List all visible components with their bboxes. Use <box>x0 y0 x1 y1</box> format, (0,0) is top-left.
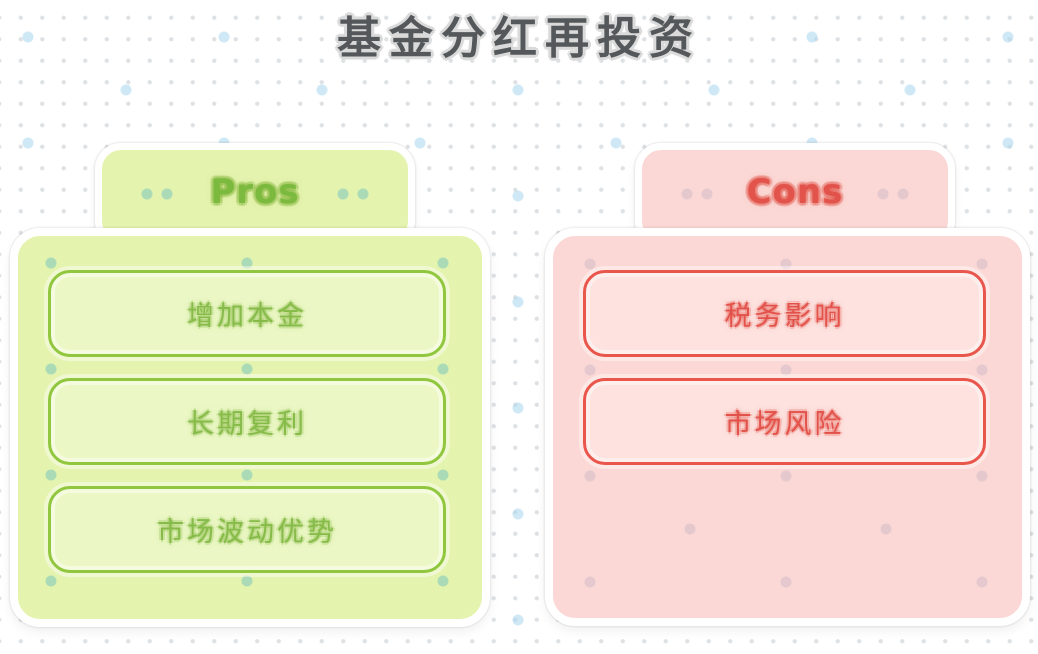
pros-item-label: 增加本金 <box>187 301 307 331</box>
pros-item: 市场波动优势 <box>48 486 446 573</box>
pros-item: 长期复利 <box>48 378 446 465</box>
cons-item: 市场风险 <box>583 378 986 465</box>
page-title: 基金分红再投资 <box>337 14 701 63</box>
pros-header: Pros <box>95 143 415 247</box>
cons-item: 税务影响 <box>583 270 986 357</box>
cons-header: Cons <box>635 143 955 247</box>
pros-item: 增加本金 <box>48 270 446 357</box>
pros-item-label: 市场波动优势 <box>157 517 337 547</box>
cons-panel: 税务影响 市场风险 <box>545 228 1030 626</box>
pros-item-label: 长期复利 <box>187 409 307 439</box>
pros-header-label: Pros <box>210 172 300 212</box>
pros-panel: 增加本金 长期复利 市场波动优势 <box>10 228 490 627</box>
cons-item-label: 市场风险 <box>724 409 845 439</box>
cons-item-label: 税务影响 <box>724 301 845 331</box>
cons-header-label: Cons <box>746 172 844 212</box>
